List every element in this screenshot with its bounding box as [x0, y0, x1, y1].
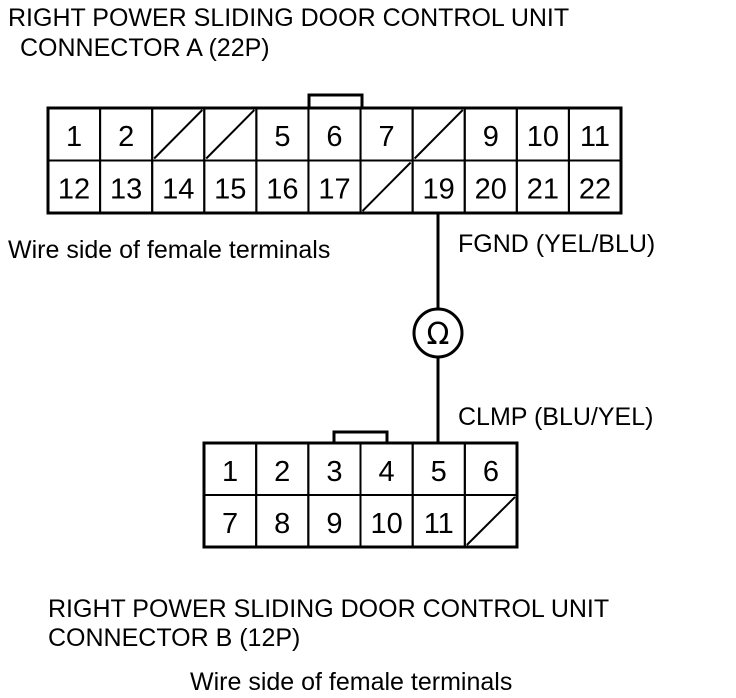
- connector-a-terminal-21: 21: [527, 174, 559, 206]
- ohmmeter-icon: Ω: [412, 307, 464, 359]
- connector-a-lock-tab: [307, 93, 364, 110]
- connector-b-lock-tab: [332, 430, 389, 445]
- wire-bottom-label: CLMP (BLU/YEL): [458, 403, 653, 431]
- connector-a-empty-terminal-slash: [205, 109, 256, 160]
- connector-a-cell: [567, 159, 623, 214]
- connector-a-terminal-5: 5: [274, 121, 290, 153]
- connector-a-empty-terminal-slash: [361, 161, 412, 212]
- connector-b-terminal-3: 3: [326, 456, 342, 488]
- connector-b-empty-terminal-slash: [466, 496, 516, 546]
- connector-a-terminal-2: 2: [118, 121, 134, 153]
- connector-b-grid: 1 2 3 4 5 6 7 8 9 10 11: [203, 442, 519, 548]
- connector-b-title-line2: CONNECTOR B (12P): [48, 624, 300, 652]
- connector-b-terminal-1: 1: [222, 456, 238, 488]
- connector-b-terminal-9: 9: [326, 508, 342, 540]
- connector-b-cell: [463, 494, 519, 548]
- connector-a-side-label: Wire side of female terminals: [8, 236, 330, 264]
- connector-b-terminal-7: 7: [222, 508, 238, 540]
- connector-b: 1 2 3 4 5 6 7 8 9 10 11: [202, 430, 519, 549]
- connector-b-side-label: Wire side of female terminals: [190, 668, 512, 696]
- connector-a-terminal-16: 16: [266, 174, 298, 206]
- connector-b-terminal-11: 11: [424, 508, 454, 540]
- connector-a-terminal-14: 14: [162, 174, 194, 206]
- connector-a-terminal-1: 1: [66, 121, 82, 153]
- connector-a-terminal-13: 13: [110, 174, 142, 206]
- connector-a-terminal-19: 19: [423, 174, 455, 206]
- connector-a-terminal-22: 22: [579, 174, 611, 206]
- connector-a-terminal-6: 6: [326, 121, 342, 153]
- connector-a-empty-terminal-slash: [413, 109, 464, 160]
- wire-top-label: FGND (YEL/BLU): [458, 230, 655, 258]
- connector-a-terminal-10: 10: [527, 121, 559, 153]
- connector-a-terminal-20: 20: [475, 174, 507, 206]
- connector-a-terminal-17: 17: [318, 174, 350, 206]
- connector-a-terminal-7: 7: [379, 121, 395, 153]
- connector-a-empty-terminal-slash: [153, 109, 203, 160]
- connector-a-terminal-12: 12: [58, 174, 90, 206]
- connector-b-terminal-5: 5: [431, 456, 447, 488]
- connector-b-terminal-8: 8: [274, 508, 290, 540]
- connector-b-terminal-4: 4: [379, 456, 395, 488]
- connector-b-terminal-2: 2: [274, 456, 290, 488]
- connector-a-terminal-15: 15: [214, 174, 246, 206]
- connector-b-terminal-6: 6: [483, 456, 499, 488]
- connector-b-terminal-10: 10: [370, 508, 402, 540]
- ohm-symbol: Ω: [427, 317, 450, 352]
- connector-a-title-line2: CONNECTOR A (22P): [20, 34, 270, 62]
- connector-a-terminal-9: 9: [483, 121, 499, 153]
- connector-b-title-line1: RIGHT POWER SLIDING DOOR CONTROL UNIT: [48, 595, 609, 623]
- connector-a-terminal-11: 11: [580, 121, 610, 153]
- connector-a-title-line1: RIGHT POWER SLIDING DOOR CONTROL UNIT: [8, 4, 569, 32]
